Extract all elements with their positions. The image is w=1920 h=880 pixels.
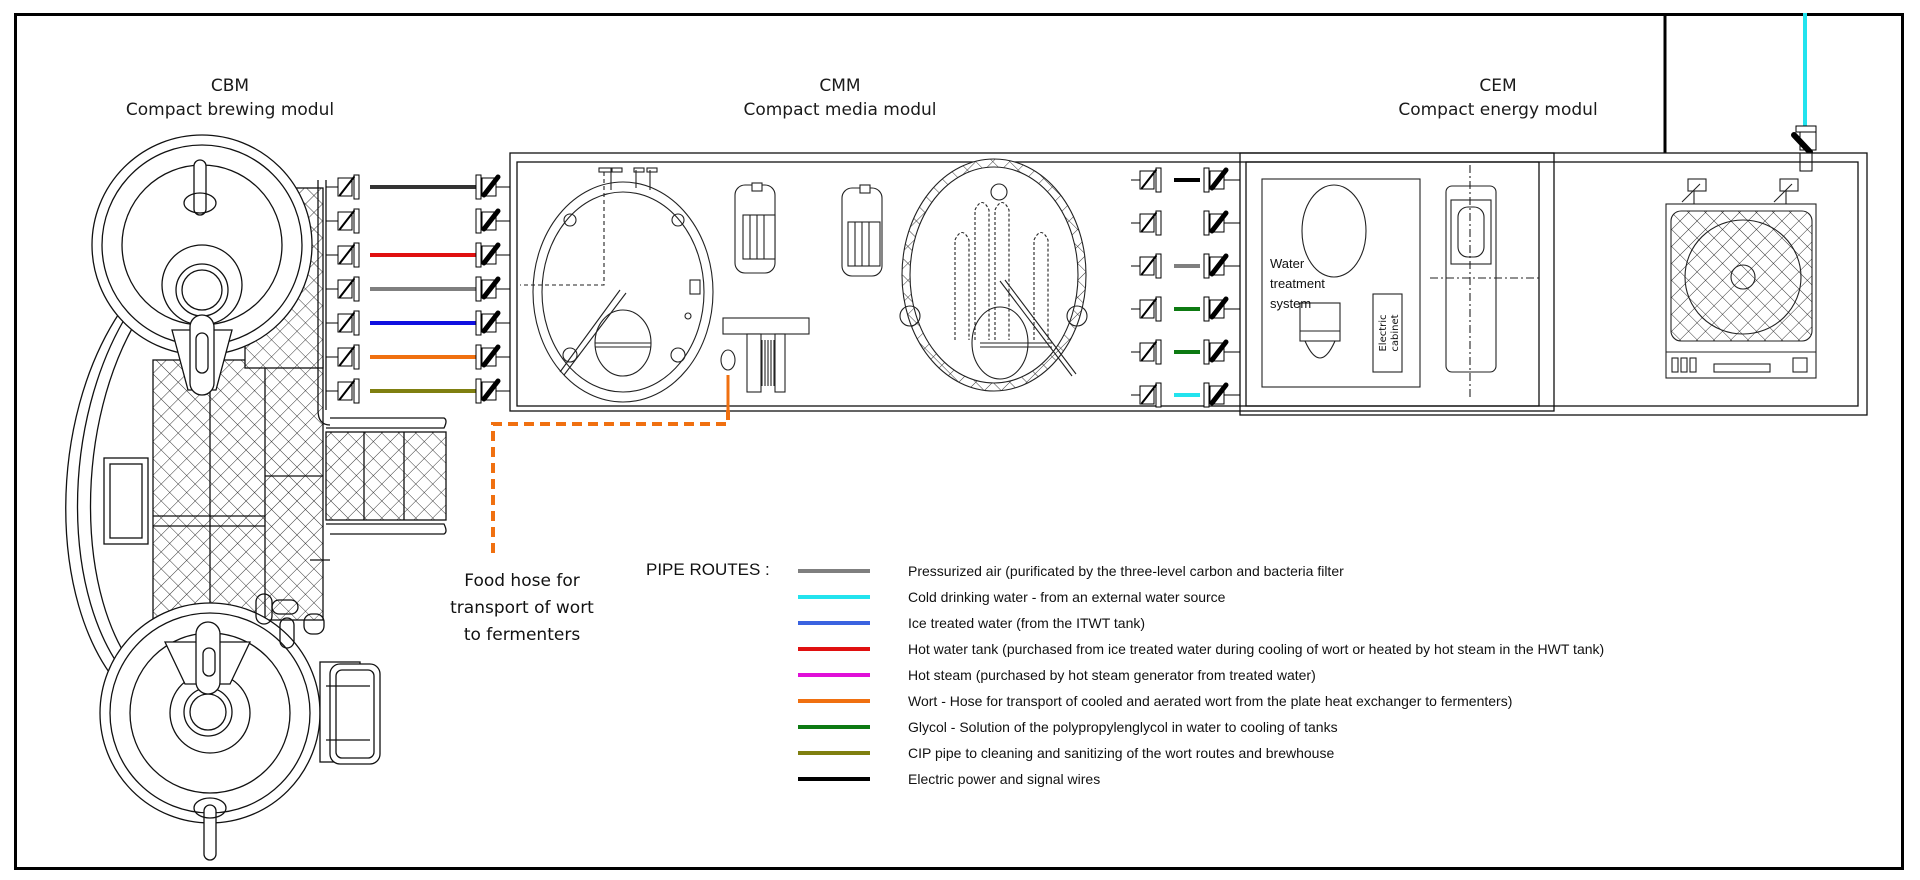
legend-swatch [798, 673, 870, 677]
valve-icon [475, 310, 501, 336]
legend-item: Ice treated water (from the ITWT tank) [798, 610, 1604, 636]
food-hose-note: Food hose for transport of wort to ferme… [437, 568, 607, 649]
legend-label: Glycol - Solution of the polypropylengly… [908, 719, 1338, 735]
legend-swatch [798, 725, 870, 729]
legend-swatch [798, 777, 870, 781]
valve-icon [475, 174, 501, 200]
valve-icon [475, 344, 501, 370]
valve-icon [1203, 382, 1229, 408]
cmm-label: CMM Compact media modul [720, 74, 960, 122]
cem-code: CEM [1479, 76, 1517, 96]
legend-item: Pressurized air (purificated by the thre… [798, 558, 1604, 584]
legend-label: Wort - Hose for transport of cooled and … [908, 693, 1513, 709]
valve-icon [475, 378, 501, 404]
valve-icon [475, 242, 501, 268]
water-treatment-label: Water treatment system [1270, 254, 1325, 314]
water-treatment-line: system [1270, 296, 1312, 311]
food-hose-route [491, 375, 730, 556]
cmm-pump-left [734, 182, 776, 274]
legend-label: CIP pipe to cleaning and sanitizing of t… [908, 745, 1335, 761]
cmm-cem-pipe-connections [1131, 167, 1240, 408]
valve-icon [1139, 296, 1162, 322]
legend-item: Hot water tank (purchased from ice treat… [798, 636, 1604, 662]
legend-label: Electric power and signal wires [908, 771, 1101, 787]
cem-module [1239, 152, 1868, 416]
cooling-unit [1665, 178, 1817, 379]
plate-heat-exchanger [720, 317, 810, 393]
electric-cabinet-line: cabinet [1390, 314, 1401, 352]
valve-icon [337, 174, 360, 200]
valve-icon [1203, 339, 1229, 365]
cmm-tank-left [520, 167, 714, 403]
cbm-name: Compact brewing modul [125, 100, 335, 120]
valve-icon [1139, 253, 1162, 279]
water-treatment-system [1261, 178, 1421, 388]
valve-icon [475, 276, 501, 302]
legend-label: Hot water tank (purchased from ice treat… [908, 641, 1605, 657]
legend-label: Cold drinking water - from an external w… [908, 589, 1226, 605]
valve-icon [337, 276, 360, 302]
legend-item: Glycol - Solution of the polypropylengly… [798, 714, 1604, 740]
electric-cabinet-line: Electric [1378, 314, 1389, 352]
legend-swatch [798, 569, 870, 573]
external-water-line [1791, 13, 1817, 172]
valve-icon [337, 378, 360, 404]
cmm-module [509, 152, 1555, 412]
legend-label: Pressurized air (purificated by the thre… [908, 563, 1344, 579]
cmm-code: CMM [819, 76, 861, 96]
food-hose-line: to fermenters [463, 625, 581, 645]
food-hose-line: Food hose for [464, 571, 580, 591]
valve-icon [1203, 253, 1229, 279]
legend-item: CIP pipe to cleaning and sanitizing of t… [798, 740, 1604, 766]
valve-icon [337, 208, 360, 234]
valve-icon [1139, 382, 1162, 408]
diagram-frame [14, 13, 1904, 870]
valve-icon [1139, 210, 1162, 236]
cbm-label: CBM Compact brewing modul [110, 74, 350, 122]
legend-swatch [798, 621, 870, 625]
cmm-name: Compact media modul [743, 100, 937, 120]
legend-item: Cold drinking water - from an external w… [798, 584, 1604, 610]
cem-label: CEM Compact energy modul [1378, 74, 1618, 122]
valve-icon [337, 242, 360, 268]
cmm-pump-right [841, 184, 883, 277]
cbm-brewhouse [65, 134, 447, 861]
legend-item: Hot steam (purchased by hot steam genera… [798, 662, 1604, 688]
legend-item: Wort - Hose for transport of cooled and … [798, 688, 1604, 714]
valve-icon [1203, 210, 1229, 236]
valve-icon [1139, 167, 1162, 193]
cem-boiler [1430, 165, 1540, 400]
cbm-code: CBM [210, 76, 250, 96]
valve-icon [337, 344, 360, 370]
legend-swatch [798, 751, 870, 755]
pipe-routes-legend: Pressurized air (purificated by the thre… [798, 558, 1604, 792]
legend-swatch [798, 647, 870, 651]
cmm-hot-water-tank [899, 158, 1088, 392]
cem-name: Compact energy modul [1398, 100, 1598, 120]
legend-item: Electric power and signal wires [798, 766, 1604, 792]
electric-cabinet-label: Electric cabinet [1378, 298, 1402, 368]
water-treatment-line: Water [1270, 256, 1305, 271]
legend-swatch [798, 699, 870, 703]
legend-label: Ice treated water (from the ITWT tank) [908, 615, 1146, 631]
valve-icon [475, 208, 501, 234]
food-hose-line: transport of wort [450, 598, 594, 618]
legend-swatch [798, 595, 870, 599]
valve-icon [1203, 167, 1229, 193]
water-treatment-line: treatment [1270, 276, 1325, 291]
valve-icon [1203, 296, 1229, 322]
legend-label: Hot steam (purchased by hot steam genera… [908, 667, 1316, 683]
valve-icon [337, 310, 360, 336]
legend-title: PIPE ROUTES : [646, 560, 770, 579]
cbm-cmm-pipe-connections [326, 174, 510, 404]
valve-icon [1139, 339, 1162, 365]
